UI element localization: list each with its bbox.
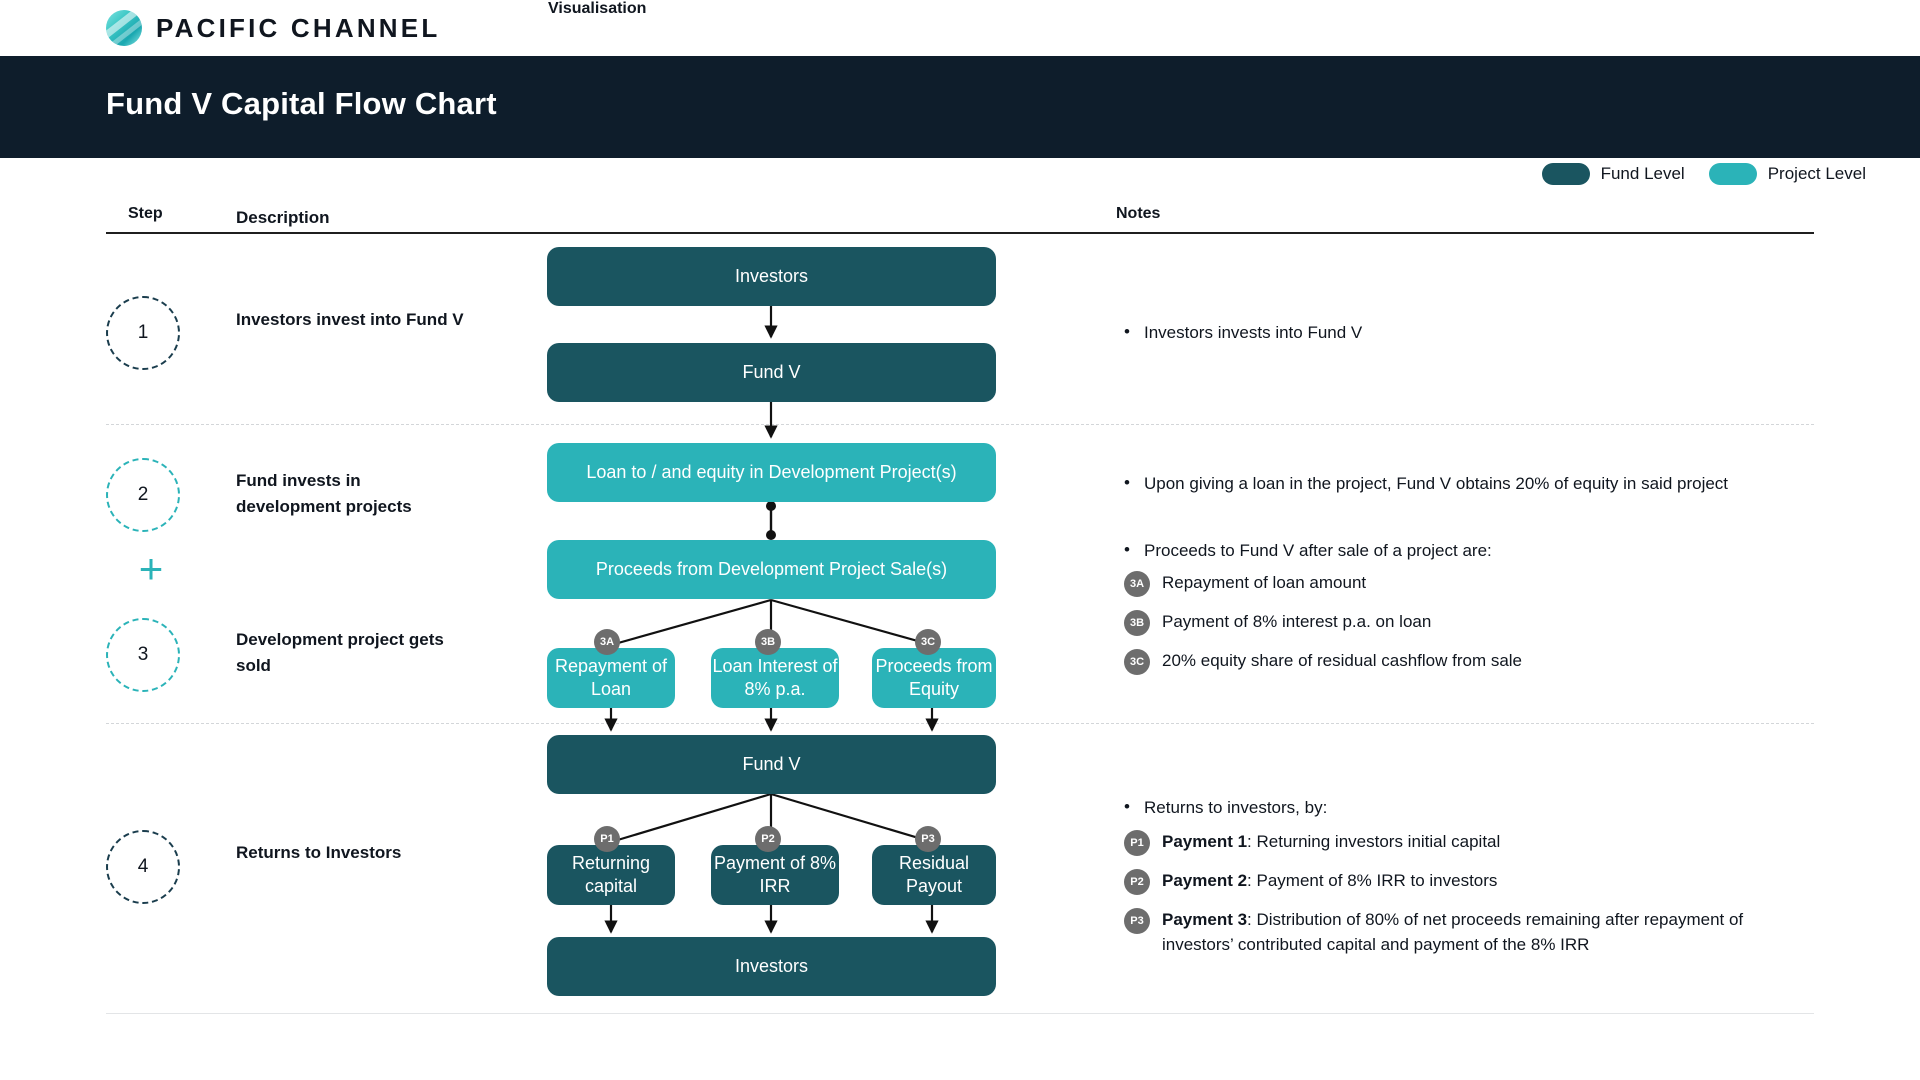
badge-p3: P3 [915,826,941,852]
node-loan-and-equity[interactable]: Loan to / and equity in Development Proj… [547,443,996,502]
badge-p1: P1 [594,826,620,852]
badge-3a: 3A [594,629,620,655]
badge-3c: 3C [915,629,941,655]
column-header-notes: Notes [1116,205,1161,222]
step-description-4: Returns to Investors [236,843,402,862]
notes-payment-1: P1 Payment 1: Returning investors initia… [1116,829,1816,857]
brand-bar: PACIFIC CHANNEL [0,0,1920,56]
note-badge-item: P1 Payment 1: Returning investors initia… [1116,829,1816,857]
node-investors-bottom[interactable]: Investors [547,937,996,996]
note-text: : Returning investors initial capital [1247,832,1501,851]
node-loan-interest[interactable]: Loan Interest of 8% p.a. [711,648,839,708]
note-label: Payment 2 [1162,871,1248,890]
notes-payment-3: P3 Payment 3: Distribution of 80% of net… [1116,907,1806,957]
step-circle-4: 4 [106,830,180,904]
step-number-1: 1 [137,322,149,343]
legend-item-project-level: Project Level [1708,163,1866,185]
badge-3c-note: 3C [1124,649,1150,675]
step-description-1: Investors invest into Fund V [236,310,464,329]
note-badge-item: 3C 20% equity share of residual cashflow… [1116,648,1816,676]
note-badge-item: P2 Payment 2: Payment of 8% IRR to inves… [1116,868,1816,896]
step-number-2: 2 [137,484,149,505]
legend-item-fund-level: Fund Level [1541,163,1685,185]
title-band: Fund V Capital Flow Chart [0,56,1920,158]
row-divider-1 [106,424,1814,425]
page-title: Fund V Capital Flow Chart [106,86,497,121]
badge-3a-note: 3A [1124,571,1150,597]
legend-label-fund-level: Fund Level [1600,164,1685,183]
notes-step-3b: 3B Payment of 8% interest p.a. on loan [1116,609,1816,637]
node-proceeds-from-sale[interactable]: Proceeds from Development Project Sale(s… [547,540,996,599]
column-header-description: Description [236,208,330,227]
note-badge-item: 3A Repayment of loan amount [1116,570,1816,598]
note-badge-item: P3 Payment 3: Distribution of 80% of net… [1116,907,1806,957]
notes-step-2: Upon giving a loan in the project, Fund … [1116,470,1816,496]
step-number-4: 4 [137,856,149,877]
bottom-rule [106,1013,1814,1014]
node-investors-top[interactable]: Investors [547,247,996,306]
note-text: 20% equity share of residual cashflow fr… [1162,651,1523,670]
step-circle-2: 2 [106,458,180,532]
note-badge-item: 3B Payment of 8% interest p.a. on loan [1116,609,1816,637]
node-fund-v-2[interactable]: Fund V [547,735,996,794]
row-divider-2 [106,723,1814,724]
step-circle-1: 1 [106,296,180,370]
node-proceeds-from-equity[interactable]: Proceeds from Equity [872,648,996,708]
node-repayment-of-loan[interactable]: Repayment of Loan [547,648,675,708]
node-payment-of-irr[interactable]: Payment of 8% IRR [711,845,839,905]
note-item: Proceeds to Fund V after sale of a proje… [1116,537,1816,563]
notes-step-3c: 3C 20% equity share of residual cashflow… [1116,648,1816,676]
notes-step-3-intro: Proceeds to Fund V after sale of a proje… [1116,537,1816,563]
node-fund-v-1[interactable]: Fund V [547,343,996,402]
step-description-3: Development project gets sold [236,630,444,675]
note-item: Returns to investors, by: [1116,794,1816,820]
pacific-channel-globe-icon [106,10,142,46]
header-rule [106,232,1814,234]
step-description-2: Fund invests in development projects [236,471,412,516]
node-residual-payout[interactable]: Residual Payout [872,845,996,905]
legend-label-project-level: Project Level [1767,164,1866,183]
badge-3b: 3B [755,629,781,655]
notes-step-4-intro: Returns to investors, by: [1116,794,1816,820]
step-circle-3: 3 [106,618,180,692]
step-number-3: 3 [137,644,149,665]
plus-icon: + [138,545,164,592]
notes-step-3a: 3A Repayment of loan amount [1116,570,1816,598]
legend-swatch-project-level [1708,163,1757,185]
badge-3b-note: 3B [1124,610,1150,636]
note-label: Payment 3 [1162,910,1248,929]
legend-swatch-fund-level [1541,163,1590,185]
badge-p1-note: P1 [1124,830,1150,856]
note-item: Upon giving a loan in the project, Fund … [1116,470,1816,496]
note-text: Repayment of loan amount [1162,573,1367,592]
note-label: Payment 1 [1162,832,1248,851]
badge-p2-note: P2 [1124,869,1150,895]
notes-payment-2: P2 Payment 2: Payment of 8% IRR to inves… [1116,868,1816,896]
legend: Fund Level Project Level [1541,163,1866,185]
note-text: Payment of 8% interest p.a. on loan [1162,612,1432,631]
brand-name: PACIFIC CHANNEL [156,13,441,43]
notes-step-1: Investors invests into Fund V [1116,319,1816,345]
column-header-step: Step [128,205,163,222]
note-item: Investors invests into Fund V [1116,319,1816,345]
note-text: : Payment of 8% IRR to investors [1247,871,1498,890]
node-returning-capital[interactable]: Returning capital [547,845,675,905]
badge-p3-note: P3 [1124,908,1150,934]
badge-p2: P2 [755,826,781,852]
note-text: : Distribution of 80% of net proceeds re… [1162,910,1744,954]
